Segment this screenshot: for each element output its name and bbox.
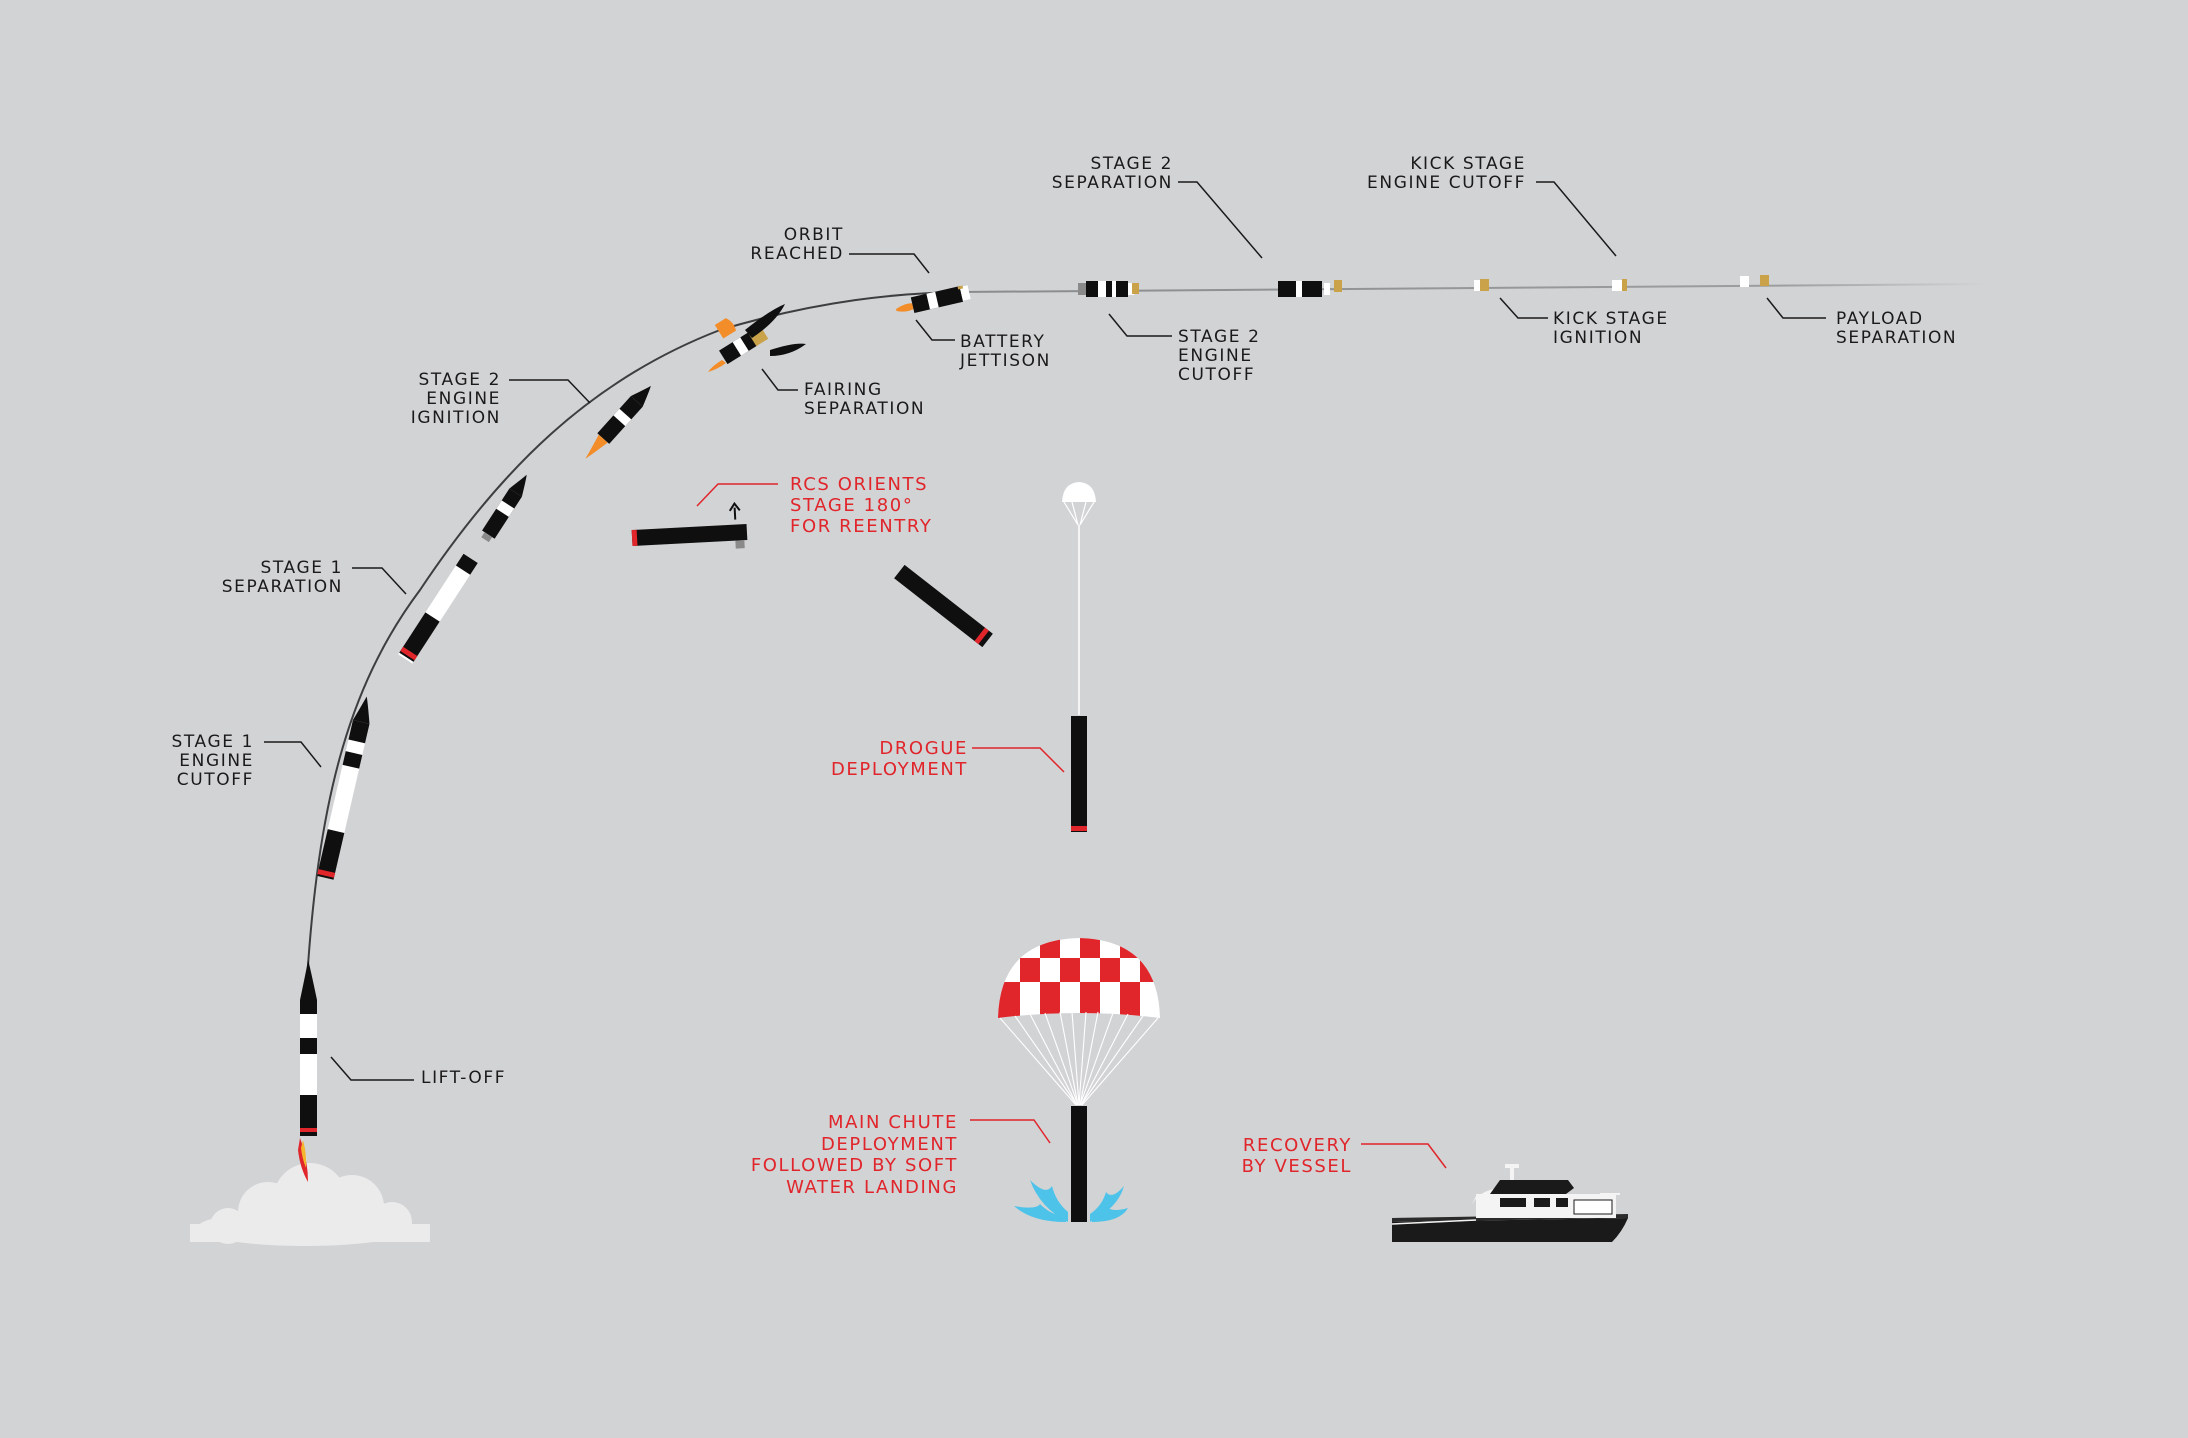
rcs-stage-icon — [631, 501, 748, 549]
stage1-separation-icon — [398, 474, 527, 664]
label-fairing-separation: FAIRING SEPARATION — [804, 380, 926, 419]
fairing-halves-icon — [708, 304, 806, 372]
drogue-parachute-icon — [1062, 482, 1096, 832]
leader-lines-red — [696, 483, 1447, 1169]
leader-lift-off — [330, 1056, 414, 1081]
leader-stage1-separation — [352, 567, 407, 595]
leader-lines — [264, 181, 1826, 1081]
kick-stage-icon — [1474, 279, 1627, 291]
label-payload-separation: PAYLOAD SEPARATION — [1836, 309, 1958, 348]
reentry-stage-icon — [894, 564, 993, 648]
label-drogue-deployment: DROGUE DEPLOYMENT — [830, 738, 968, 780]
rocket-stage1-icon — [316, 696, 370, 880]
leader-drogue-deployment — [972, 747, 1065, 773]
leader-battery-jettison — [915, 319, 955, 341]
label-lift-off: LIFT-OFF — [421, 1068, 507, 1088]
label-main-chute-deployment: MAIN CHUTE DEPLOYMENT FOLLOWED BY SOFT W… — [750, 1112, 958, 1198]
label-stage2-engine-ignition: STAGE 2 ENGINE IGNITION — [410, 370, 501, 428]
label-stage1-separation: STAGE 1 SEPARATION — [221, 558, 343, 597]
stage2-orbit-icon — [896, 285, 971, 313]
label-stage2-separation: STAGE 2 SEPARATION — [1051, 154, 1173, 193]
stage2-ignition-icon — [585, 385, 651, 459]
label-kick-stage-engine-cutoff: KICK STAGE ENGINE CUTOFF — [1367, 154, 1526, 193]
leader-stage1-cutoff — [264, 741, 322, 768]
launch-cloud-icon — [190, 1163, 430, 1246]
leader-kick-cutoff — [1536, 181, 1617, 257]
payload-icon — [1740, 275, 1769, 287]
rocket-liftoff-icon — [298, 960, 317, 1200]
leader-fairing-separation — [761, 368, 798, 391]
ascent-trajectory-line — [306, 291, 961, 981]
stage2-cutoff-icon — [1078, 281, 1139, 297]
main-parachute-icon — [998, 938, 1160, 1222]
splash-icon — [1014, 1180, 1128, 1222]
label-orbit-reached: ORBIT REACHED — [750, 225, 844, 264]
leader-rcs-orients — [696, 483, 778, 507]
label-kick-stage-ignition: KICK STAGE IGNITION — [1553, 309, 1669, 348]
leader-orbit-reached — [849, 253, 930, 274]
leader-stage2-ignition — [509, 379, 591, 404]
leader-stage2-separation — [1178, 181, 1263, 259]
stage2-separation-icon — [1278, 280, 1342, 297]
trajectory — [306, 283, 1986, 981]
leader-payload-separation — [1766, 297, 1826, 319]
leader-stage2-cutoff — [1108, 313, 1172, 337]
label-recovery-by-vessel: RECOVERY BY VESSEL — [1241, 1135, 1352, 1177]
label-rcs-orients: RCS ORIENTS STAGE 180° FOR REENTRY — [790, 474, 933, 537]
leader-recovery-vessel — [1361, 1143, 1447, 1169]
leader-main-chute — [970, 1119, 1051, 1144]
label-stage1-engine-cutoff: STAGE 1 ENGINE CUTOFF — [171, 732, 254, 790]
label-stage2-engine-cutoff: STAGE 2 ENGINE CUTOFF — [1178, 327, 1261, 385]
recovery-boat-icon — [1391, 1164, 1628, 1242]
label-battery-jettison: BATTERY JETTISON — [960, 332, 1051, 371]
leader-kick-ignition — [1499, 297, 1548, 319]
